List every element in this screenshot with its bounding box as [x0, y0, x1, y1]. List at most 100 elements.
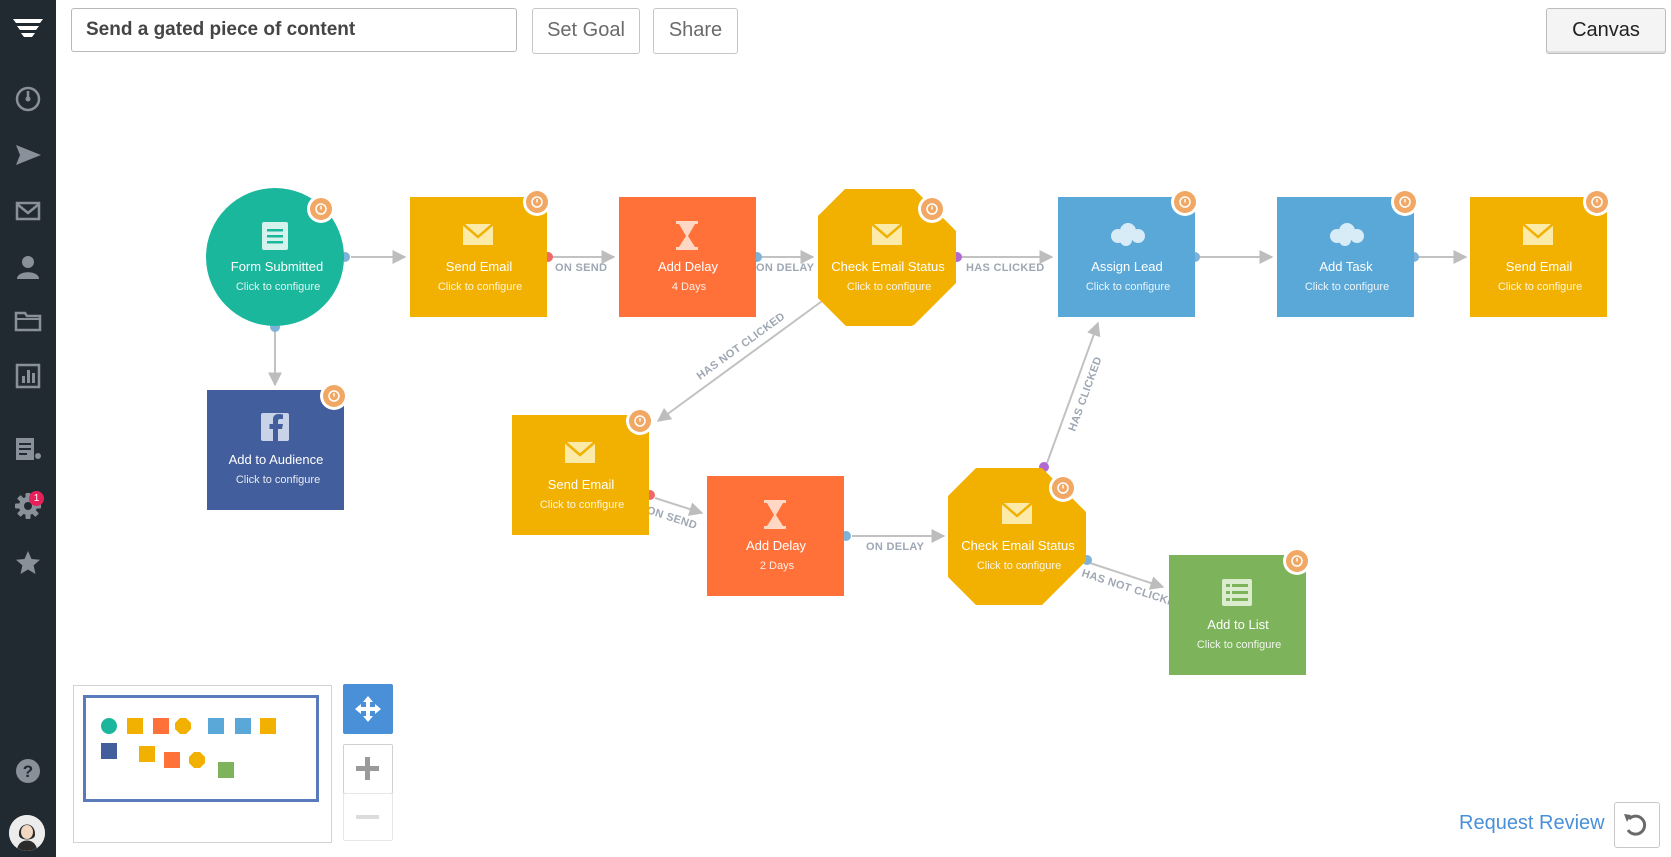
node-form-submitted[interactable]: Form Submitted Click to configure — [206, 188, 344, 326]
envelope-icon — [564, 441, 596, 463]
warning-icon[interactable] — [1283, 547, 1311, 575]
report-icon[interactable] — [13, 434, 43, 464]
minus-icon — [356, 815, 379, 819]
request-review-link[interactable]: Request Review — [1459, 812, 1605, 834]
form-icon — [262, 222, 288, 250]
minimap-node — [260, 718, 276, 734]
node-check-email-status[interactable]: Check Email Status Click to configure — [818, 189, 956, 326]
minimap-node — [235, 718, 251, 734]
edge-label: HAS NOT CLICKED — [695, 310, 788, 382]
node-check-email-status[interactable]: Check Email Status Click to configure — [948, 468, 1086, 605]
warning-icon[interactable] — [1583, 188, 1611, 216]
minimap-node — [127, 718, 143, 734]
node-add-delay[interactable]: Add Delay 4 Days — [619, 197, 756, 317]
zoom-in-button[interactable] — [343, 744, 393, 794]
node-title: Form Submitted — [231, 259, 323, 274]
undo-button[interactable] — [1614, 802, 1660, 848]
node-title: Add Delay — [658, 259, 718, 274]
node-title: Check Email Status — [961, 538, 1075, 553]
node-add-to-audience[interactable]: Add to Audience Click to configure — [207, 390, 344, 510]
salesforce-cloud-icon — [1330, 223, 1364, 246]
facebook-icon — [261, 413, 289, 441]
connectors — [268, 250, 1468, 590]
edge-n4-n9[interactable] — [656, 295, 830, 422]
minimap[interactable] — [73, 685, 332, 843]
plus-icon — [356, 757, 379, 780]
warning-icon[interactable] — [626, 407, 654, 435]
notification-badge: 1 — [29, 491, 44, 506]
envelope-icon — [871, 223, 903, 245]
workflow-title-input[interactable]: Send a gated piece of content — [71, 8, 517, 52]
node-subtitle: Click to configure — [977, 560, 1061, 572]
share-button[interactable]: Share — [653, 8, 738, 54]
node-title: Add to List — [1207, 617, 1269, 632]
warning-icon[interactable] — [1391, 188, 1419, 216]
node-title: Add Task — [1319, 259, 1373, 274]
edge-label: ON DELAY — [756, 262, 815, 274]
node-subtitle: Click to configure — [236, 281, 320, 293]
mail-icon[interactable] — [13, 196, 43, 226]
folder-icon[interactable] — [13, 306, 43, 336]
help-icon[interactable]: ? — [13, 756, 43, 786]
star-icon[interactable] — [13, 548, 43, 578]
edge-label: ON SEND — [555, 262, 607, 274]
sidebar: 1 ? — [0, 0, 56, 857]
warning-icon[interactable] — [1171, 188, 1199, 216]
node-title: Send Email — [1506, 259, 1573, 274]
svg-text:?: ? — [23, 762, 33, 781]
node-subtitle: 4 Days — [672, 281, 707, 293]
pan-button[interactable] — [343, 684, 393, 734]
minimap-node — [153, 718, 169, 734]
node-subtitle: Click to configure — [1305, 281, 1389, 293]
node-title: Add to Audience — [229, 452, 324, 467]
minimap-node — [139, 746, 155, 762]
node-send-email[interactable]: Send Email Click to configure — [512, 415, 649, 535]
warning-icon[interactable] — [320, 382, 348, 410]
node-subtitle: Click to configure — [847, 281, 931, 293]
minimap-node — [189, 752, 205, 768]
undo-icon — [1624, 814, 1647, 836]
set-goal-button[interactable]: Set Goal — [532, 8, 640, 54]
node-subtitle: Click to configure — [1086, 281, 1170, 293]
node-add-to-list[interactable]: Add to List Click to configure — [1169, 555, 1306, 675]
envelope-icon — [1001, 502, 1033, 524]
minimap-node — [175, 718, 191, 734]
warning-icon[interactable] — [307, 195, 335, 223]
node-assign-lead[interactable]: Assign Lead Click to configure — [1058, 197, 1195, 317]
node-title: Check Email Status — [831, 259, 945, 274]
node-title: Assign Lead — [1091, 259, 1163, 274]
salesforce-cloud-icon — [1111, 223, 1145, 246]
warning-icon[interactable] — [1049, 474, 1077, 502]
canvas-button[interactable]: Canvas — [1546, 8, 1666, 54]
node-title: Send Email — [548, 477, 615, 492]
dashboard-gauge-icon[interactable] — [13, 84, 43, 114]
edge-n11-n5[interactable] — [1046, 321, 1101, 464]
edge-n11-n12[interactable] — [1089, 562, 1165, 590]
menu-icon[interactable] — [13, 11, 43, 41]
minimap-node — [208, 718, 224, 734]
avatar[interactable] — [9, 815, 45, 851]
user-icon[interactable] — [13, 252, 43, 282]
hourglass-icon — [764, 500, 786, 529]
minimap-viewport[interactable] — [83, 695, 319, 802]
move-icon — [355, 696, 381, 722]
zoom-out-button[interactable] — [343, 793, 393, 841]
hourglass-icon — [676, 221, 698, 250]
minimap-node — [218, 762, 234, 778]
send-icon[interactable] — [13, 140, 43, 170]
node-send-email[interactable]: Send Email Click to configure — [1470, 197, 1607, 317]
edge-n9-n10[interactable] — [654, 497, 704, 516]
node-add-delay[interactable]: Add Delay 2 Days — [707, 476, 844, 596]
node-add-task[interactable]: Add Task Click to configure — [1277, 197, 1414, 317]
node-send-email[interactable]: Send Email Click to configure — [410, 197, 547, 317]
edge-label: ON DELAY — [866, 541, 925, 553]
edge-label: HAS NOT CLICKED — [1080, 567, 1184, 611]
warning-icon[interactable] — [523, 188, 551, 216]
warning-icon[interactable] — [918, 195, 946, 223]
node-subtitle: Click to configure — [1197, 639, 1281, 651]
bar-chart-icon[interactable] — [13, 361, 43, 391]
node-subtitle: Click to configure — [1498, 281, 1582, 293]
envelope-icon — [1522, 223, 1554, 245]
edge-label: HAS CLICKED — [966, 262, 1044, 274]
